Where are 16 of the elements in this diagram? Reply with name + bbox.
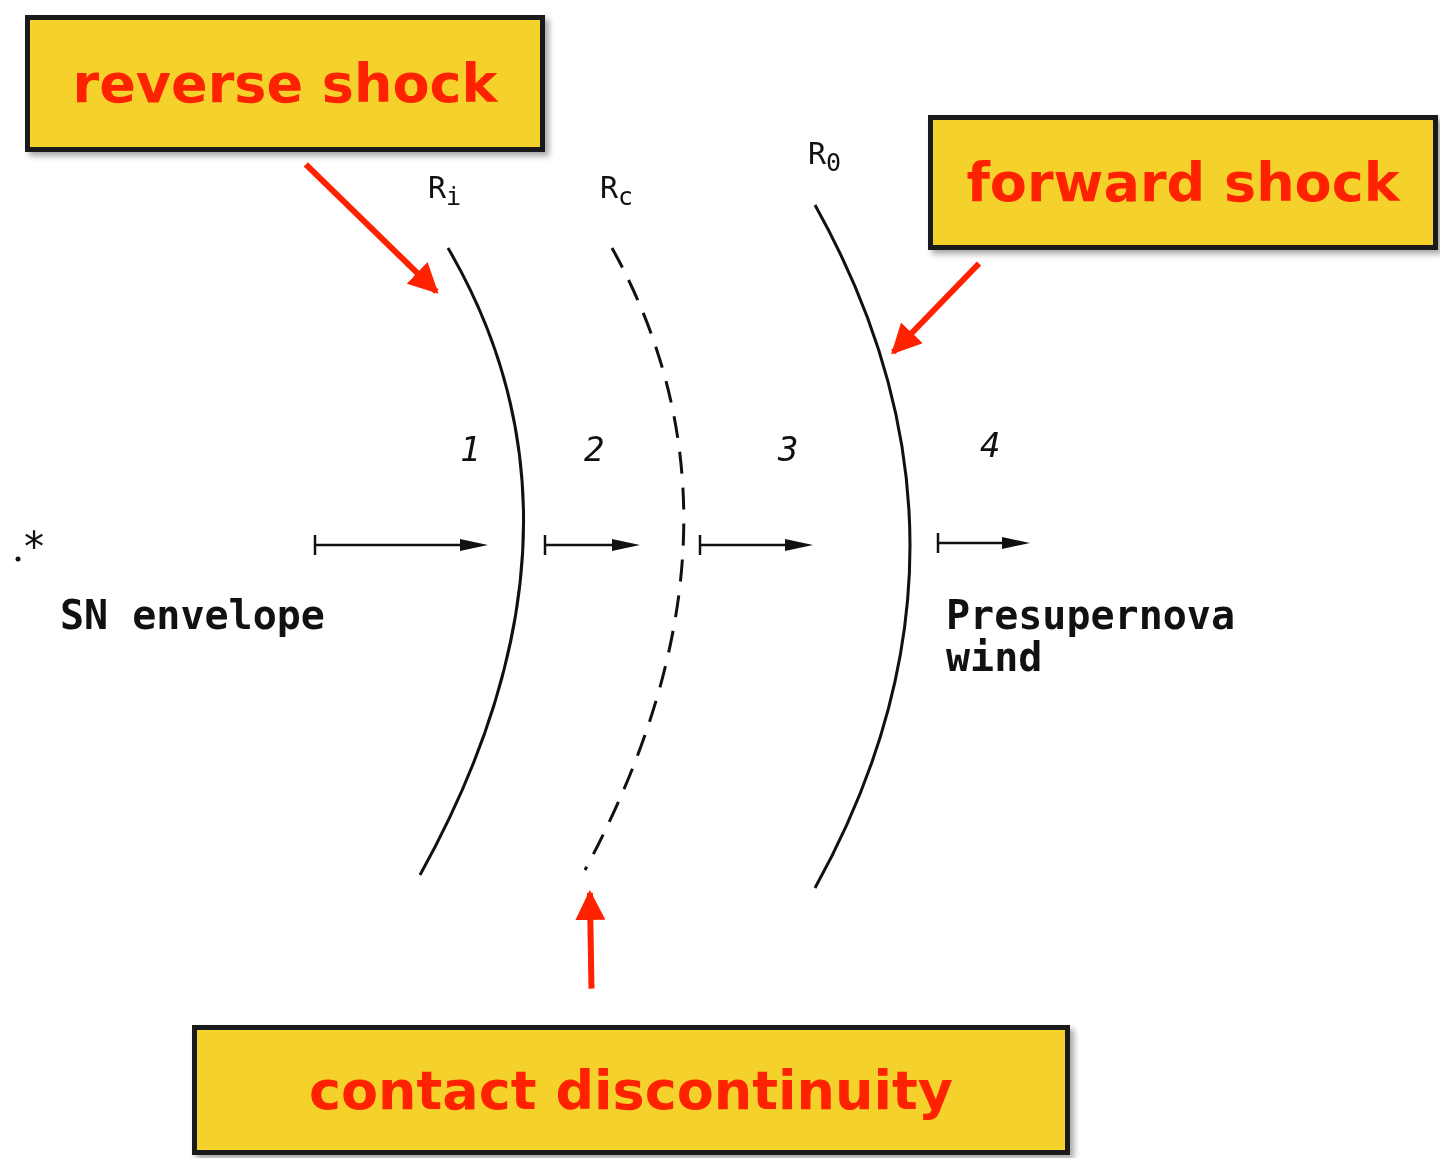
region-number: 1 [460,432,481,468]
region-label: Presupernova wind [946,594,1236,678]
callout-label: reverse shock [72,52,498,115]
arrow [303,162,439,294]
callout-label: forward shock [966,151,1400,214]
region-label: SN envelope [60,594,325,636]
radius-label: R$_{i}$ [428,172,462,211]
star-symbol: * [22,526,47,568]
region-number: 4 [980,428,1001,464]
radius-label: R$_{0}$ [808,138,842,177]
arrow [891,261,982,355]
region-number: 3 [778,432,799,468]
radius-label: R$_{c}$ [600,172,634,211]
region-number: 2 [584,432,605,468]
callout-label: contact discontinuity [309,1058,953,1122]
arrow [575,889,606,989]
